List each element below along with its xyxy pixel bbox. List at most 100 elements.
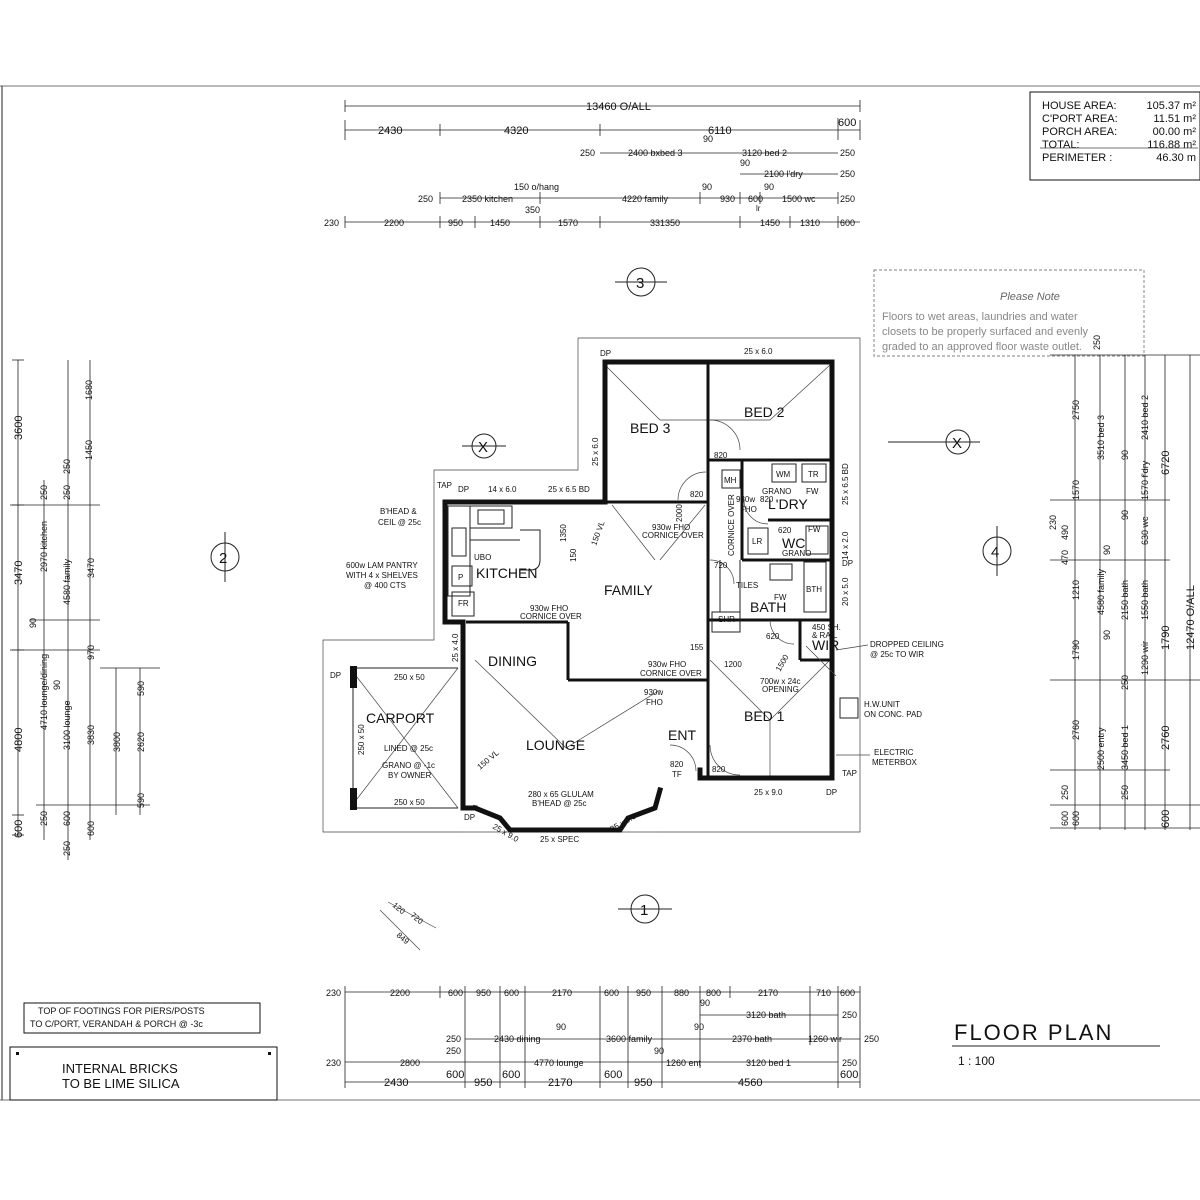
internal-walls <box>466 362 832 778</box>
section-marker-x-left: X <box>462 433 506 459</box>
top-dim-r4-i: 600 <box>840 218 855 228</box>
bathtub-label: BTH <box>806 585 822 594</box>
right-room-wc: 630 wc <box>1140 516 1150 545</box>
right-room-ldry: 1570 f'dry <box>1140 460 1150 500</box>
left-far-d: 590 <box>136 793 146 808</box>
door-swings <box>669 419 837 776</box>
pantry-label-1: 600w LAM PANTRY <box>346 561 418 570</box>
stamp-line-3: graded to an approved floor waste outlet… <box>882 341 1082 353</box>
trough: TR <box>808 470 819 479</box>
left-inner-e: 3100 lounge <box>62 700 72 750</box>
top-dim-r3-c: 150 o/hang <box>514 182 559 192</box>
cornice-1: 930w FHO <box>530 604 568 613</box>
right-small-a: 90 <box>1120 450 1130 460</box>
left-inner-d: 4580 family <box>62 558 72 605</box>
top-dim-r3b-c: 90 <box>764 182 774 192</box>
left-far-c: 2620 <box>136 732 146 752</box>
room-entry: ENT <box>668 727 696 743</box>
top-dim-r4-e: 1570 <box>558 218 578 228</box>
right-small-d: 90 <box>1102 630 1112 640</box>
top-overall-dim: 13460 O/ALL <box>586 101 651 113</box>
area-row-label: C'PORT AREA: <box>1042 113 1118 125</box>
top-dim-r4-g: 1450 <box>760 218 780 228</box>
top-dim-r2-b: 2400 bxbed 3 <box>628 148 683 158</box>
right-room-wir: 1290 wir <box>1140 641 1150 675</box>
plan-annotations: DP 25 x 6.0 25 x 6.0 TAP DP 14 x 6.0 25 … <box>330 347 944 951</box>
bottom-r4-e: 90 <box>654 1046 664 1056</box>
top-dimension-strings: 13460 O/ALL 2430 4320 6110 600 250 2400 … <box>324 100 861 228</box>
room-kitchen: KITCHEN <box>476 565 537 581</box>
left-inner-b: 1450 <box>84 440 94 460</box>
cornice-3b: CORNICE OVER <box>640 669 702 678</box>
dim-620-b: 620 <box>766 632 780 641</box>
room-lounge: LOUNGE <box>526 737 585 753</box>
top-dim-r3-d: 4220 family <box>622 194 669 204</box>
left-mid-d: 4710 lounge/dining <box>39 654 49 730</box>
dropped-ceiling-2: @ 25c TO WIR <box>870 650 924 659</box>
fall-bed1: 25 x 9.0 <box>754 788 783 797</box>
top-dim-r3-i: 250 <box>840 194 855 204</box>
fall-bed3: 25 x 6.0 <box>591 437 600 466</box>
bottom-r1-a: 230 <box>326 988 341 998</box>
top-dim-r2b-a: 90 <box>740 158 750 168</box>
right-room-entry: 2500 entry <box>1096 727 1106 770</box>
cornice-1b: CORNICE OVER <box>520 612 582 621</box>
roof-outline <box>322 337 861 833</box>
section-marker-2: 2 <box>210 532 240 582</box>
bottom-r3-e: 90 <box>694 1022 704 1032</box>
bottom-r5-a: 2430 <box>384 1077 408 1089</box>
section-marker-1: 1 <box>618 894 672 924</box>
kitchen-fixtures <box>447 505 541 617</box>
bottom-r1-l: 710 <box>816 988 831 998</box>
tap-bottom: TAP <box>842 769 857 778</box>
right-outer-d: 600 <box>1160 810 1172 828</box>
dim-150: 150 <box>569 548 578 562</box>
bricks-note: INTERNAL BRICKS TO BE LIME SILICA <box>9 1046 278 1101</box>
left-mid-e: 250 <box>39 811 49 826</box>
right-outer-c: 2760 <box>1160 726 1172 750</box>
room-carport: CARPORT <box>366 710 435 726</box>
left-dim-3600: 3600 <box>13 416 25 440</box>
dim-820-b: 820 <box>690 490 704 499</box>
fall-top: 25 x 6.0 <box>744 347 773 356</box>
tf-label: TF <box>672 770 682 779</box>
left-dimension-strings: 3600 3470 4800 600 250 2970 kitchen 90 4… <box>10 359 160 860</box>
left-inner-a: 1680 <box>84 380 94 400</box>
bottom-r3-b: 2430 dining <box>494 1034 541 1044</box>
top-dim-600: 600 <box>838 117 856 129</box>
right-small-b: 90 <box>1120 510 1130 520</box>
tiles-label: TILES <box>736 581 758 590</box>
right-small-e: 250 <box>1120 675 1130 690</box>
wir-shelf: 450 SH. <box>812 623 841 632</box>
right-outer-b: 1790 <box>1160 626 1172 650</box>
fall-wc: 14 x 2.0 <box>841 531 850 560</box>
bottom-r5-c: 950 <box>474 1077 492 1089</box>
room-bed-1: BED 1 <box>744 708 785 724</box>
left-dim-600: 600 <box>13 820 25 838</box>
top-dim-r3b-b: lr <box>756 204 761 213</box>
top-dim-r3-b: 2350 kitchen <box>462 194 513 204</box>
cornice-vertical: CORNICE OVER <box>727 494 736 556</box>
bottom-r1-g: 600 <box>604 988 619 998</box>
bottom-r3-g: 1260 wir <box>808 1034 842 1044</box>
area-row-value: 46.30 m <box>1156 152 1196 164</box>
dim-820-c: 820 <box>760 495 774 504</box>
room-family: FAMILY <box>604 582 653 598</box>
dim-1350: 1350 <box>559 524 568 542</box>
area-row-value: 00.00 m² <box>1153 126 1197 138</box>
area-row-label: HOUSE AREA: <box>1042 100 1117 112</box>
tap-top: TAP <box>437 481 452 490</box>
floor-waste-ldry: FW <box>806 487 819 496</box>
carport-post-bottom <box>350 788 357 810</box>
dim-620-a: 620 <box>778 526 792 535</box>
cornice-2: 930w FHO <box>652 523 690 532</box>
right-inner-d: 1210 <box>1071 580 1081 600</box>
svg-text:2: 2 <box>219 550 227 567</box>
svg-text:3: 3 <box>636 275 644 292</box>
by-owner: BY OWNER <box>388 771 432 780</box>
bottom-r1-b: 2200 <box>390 988 410 998</box>
room-wir: WIR <box>812 637 839 653</box>
left-inner2-a: 3470 <box>86 558 96 578</box>
bottom-r2-a: 90 <box>700 998 710 1008</box>
bottom-r1-e: 600 <box>504 988 519 998</box>
